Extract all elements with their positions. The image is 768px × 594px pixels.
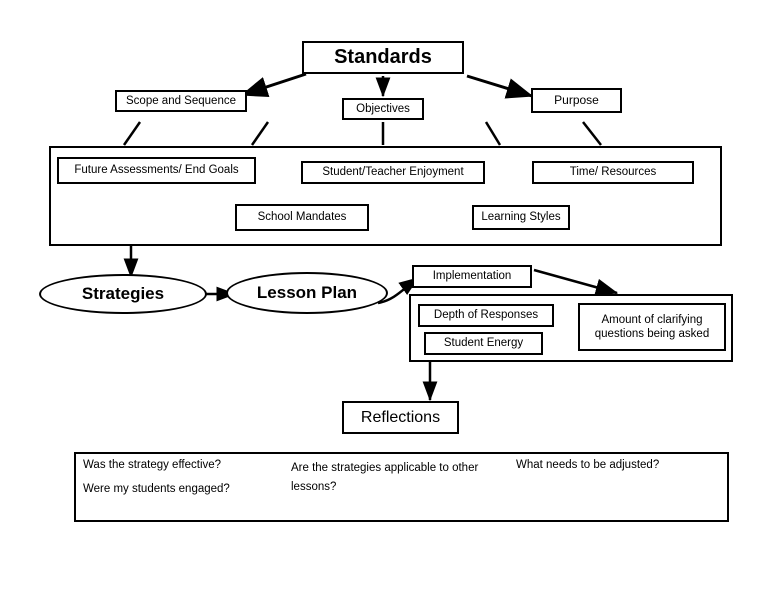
reflection-question-4: What needs to be adjusted?	[516, 459, 659, 471]
node-implementation-label: Implementation	[432, 270, 512, 283]
node-lesson-plan[interactable]: Lesson Plan	[226, 272, 388, 314]
reflection-question-4-label: What needs to be adjusted?	[516, 459, 660, 471]
tick-purpose-left	[484, 121, 502, 146]
reflection-question-3-label: Are the strategies applicable to other l…	[291, 462, 479, 493]
node-learning-styles[interactable]: Learning Styles	[472, 205, 570, 230]
node-future-assessments-end-goals[interactable]: Future Assessments/ End Goals	[57, 157, 256, 184]
node-standards[interactable]: Standards	[302, 41, 464, 74]
node-strategies[interactable]: Strategies	[39, 274, 207, 314]
node-amount-of-clarifying-questions[interactable]: Amount of clarifying questions being ask…	[578, 303, 726, 351]
node-time-resources[interactable]: Time/ Resources	[532, 161, 694, 184]
node-purpose[interactable]: Purpose	[531, 88, 622, 113]
node-student-teacher-enjoyment[interactable]: Student/Teacher Enjoyment	[301, 161, 485, 184]
tick-scope-right	[250, 121, 270, 146]
node-amount-of-clarifying-questions-label: Amount of clarifying questions being ask…	[594, 313, 710, 340]
node-scope-and-sequence[interactable]: Scope and Sequence	[115, 90, 247, 112]
reflection-questions-container	[74, 452, 729, 522]
tick-purpose-right	[582, 121, 602, 146]
node-objectives[interactable]: Objectives	[342, 98, 424, 120]
node-time-resources-label: Time/ Resources	[569, 166, 657, 179]
node-student-teacher-enjoyment-label: Student/Teacher Enjoyment	[322, 166, 464, 179]
node-student-energy-label: Student Energy	[443, 337, 524, 350]
node-lesson-plan-label: Lesson Plan	[256, 283, 358, 302]
node-scope-and-sequence-label: Scope and Sequence	[126, 94, 236, 107]
edge-standards-to-scope	[240, 72, 307, 98]
edge-implementation-to-observations	[533, 268, 619, 296]
node-implementation[interactable]: Implementation	[412, 265, 532, 288]
node-school-mandates-label: School Mandates	[257, 211, 347, 224]
edge-standards-to-purpose	[466, 74, 534, 99]
reflection-question-2-label: Were my students engaged?	[83, 483, 230, 495]
tick-scope-left	[122, 121, 142, 146]
reflection-question-1-label: Was the strategy effective?	[83, 459, 222, 471]
node-depth-of-responses[interactable]: Depth of Responses	[418, 304, 554, 327]
node-learning-styles-label: Learning Styles	[481, 211, 561, 224]
node-student-energy[interactable]: Student Energy	[424, 332, 543, 355]
node-purpose-label: Purpose	[554, 93, 599, 107]
reflection-question-2: Were my students engaged?	[83, 483, 230, 495]
node-objectives-label: Objectives	[356, 102, 410, 115]
node-future-assessments-end-goals-label: Future Assessments/ End Goals	[74, 164, 239, 177]
node-reflections[interactable]: Reflections	[342, 401, 459, 434]
node-depth-of-responses-label: Depth of Responses	[433, 309, 539, 322]
node-standards-label: Standards	[334, 46, 432, 68]
node-reflections-label: Reflections	[360, 408, 441, 426]
reflection-question-1: Was the strategy effective?	[83, 459, 221, 471]
node-strategies-label: Strategies	[81, 284, 165, 303]
node-school-mandates[interactable]: School Mandates	[235, 204, 369, 231]
reflection-question-3: Are the strategies applicable to other l…	[291, 459, 508, 497]
